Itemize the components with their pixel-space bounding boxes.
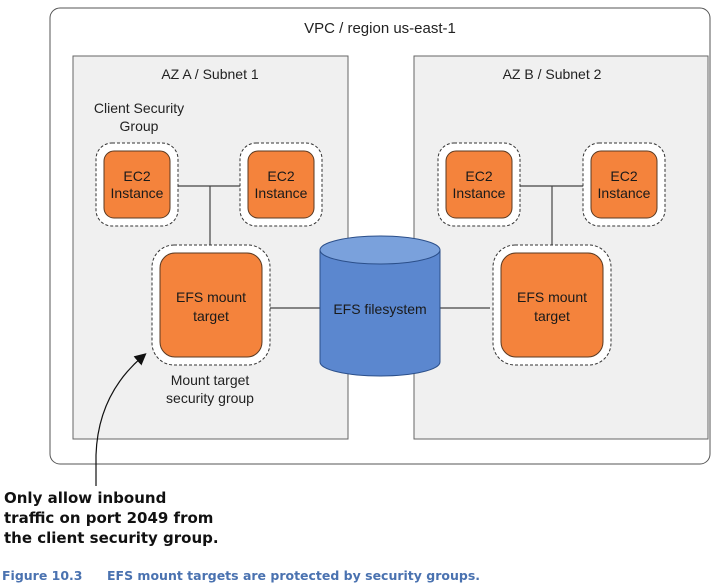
ec2-instance-2-label-line-2: Instance — [255, 185, 308, 201]
efs-mount-target-2-label-line-1: EFS mount — [517, 289, 587, 305]
ec2-instance-3 — [445, 150, 513, 219]
ec2-instance-3-label-line-2: Instance — [453, 185, 506, 201]
efs-mount-target-2 — [500, 252, 604, 358]
ec2-instance-4-label-line-2: Instance — [598, 185, 651, 201]
connectors — [174, 185, 586, 309]
client-security-group-label-line-1: Client Security — [94, 100, 184, 116]
annotation-line-1: Only allow inbound — [4, 489, 166, 507]
mount-target-security-group-label-line-1: Mount target — [171, 372, 250, 388]
annotation-arrow — [95, 353, 147, 486]
subnet-1-label: AZ A / Subnet 1 — [161, 66, 259, 82]
ec2-instance-1-label-line-1: EC2 — [123, 168, 150, 184]
ec2-instance-2-label-line-1: EC2 — [267, 168, 294, 184]
ec2-instance-1-label-line-2: Instance — [111, 185, 164, 201]
efs-mount-target-2-label-line-2: target — [534, 308, 570, 324]
subnet-2-label: AZ B / Subnet 2 — [503, 66, 602, 82]
efs-cylinder-body — [319, 249, 441, 377]
mount-target-security-group-label-line-2: security group — [166, 390, 254, 406]
annotation-line-2: traffic on port 2049 from — [4, 509, 213, 527]
efs-filesystem — [319, 235, 441, 377]
caption-text: EFS mount targets are protected by secur… — [107, 568, 480, 583]
ec2-instance-1 — [103, 150, 171, 219]
efs-mount-target-1-label-line-1: EFS mount — [176, 289, 246, 305]
annotation-line-3: the client security group. — [4, 529, 219, 547]
ec2-instance-2 — [247, 150, 315, 219]
ec2-instance-4-label-line-1: EC2 — [610, 168, 637, 184]
vpc-label: VPC / region us-east-1 — [304, 20, 456, 37]
client-security-group-label-line-2: Group — [120, 118, 159, 134]
efs-cylinder-top — [319, 235, 441, 265]
ec2-instance-4 — [590, 150, 658, 219]
efs-mount-target-1 — [159, 252, 263, 358]
caption-figure-number: Figure 10.3 — [2, 568, 83, 583]
efs-mount-target-1-label-line-2: target — [193, 308, 229, 324]
ec2-instance-3-label-line-1: EC2 — [465, 168, 492, 184]
efs-filesystem-label: EFS filesystem — [333, 301, 426, 317]
